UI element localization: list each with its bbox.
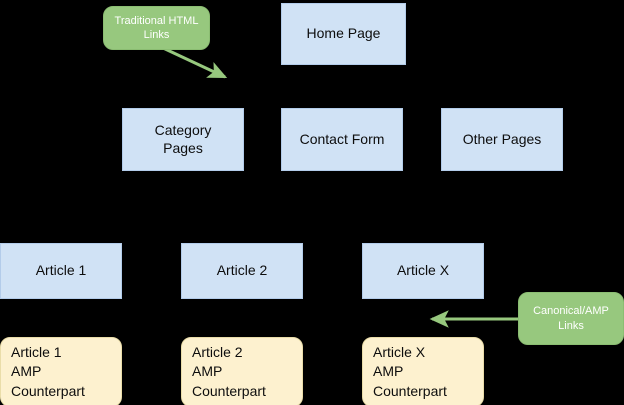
page-box-article-1[interactable]: Article 1 (0, 243, 122, 299)
page-box-label: Article 2 (216, 262, 268, 279)
callout-traditional-html-links[interactable]: Traditional HTML Links (103, 6, 210, 50)
amp-box-article-1-amp[interactable]: Article 1 AMP Counterpart (0, 337, 122, 405)
callout-label: Traditional HTML Links (114, 14, 199, 41)
page-box-contact-form[interactable]: Contact Form (281, 108, 403, 171)
page-box-label: Article 1 (35, 262, 87, 279)
page-box-label: Article X (396, 262, 450, 279)
page-box-label: Other Pages (462, 130, 542, 147)
page-box-other-pages[interactable]: Other Pages (441, 108, 563, 171)
callout-label: Canonical/AMP Links (533, 305, 609, 332)
amp-box-label: Article X AMP Counterpart (373, 344, 447, 399)
amp-box-label: Article 2 AMP Counterpart (192, 344, 266, 399)
page-box-article-2[interactable]: Article 2 (181, 243, 303, 299)
amp-box-article-2-amp[interactable]: Article 2 AMP Counterpart (181, 337, 303, 405)
page-box-home-page[interactable]: Home Page (281, 3, 406, 65)
callout-canonical-amp-links[interactable]: Canonical/AMP Links (518, 292, 624, 345)
page-box-label: Contact Form (299, 130, 385, 147)
page-box-article-x[interactable]: Article X (362, 243, 484, 299)
page-box-label: Home Page (306, 25, 381, 42)
page-box-category-pages[interactable]: Category Pages (122, 108, 244, 171)
amp-box-label: Article 1 AMP Counterpart (11, 344, 85, 399)
amp-box-article-x-amp[interactable]: Article X AMP Counterpart (362, 337, 484, 405)
arrow-traditional-html-links (162, 46, 228, 79)
page-box-label: Category Pages (154, 122, 212, 156)
